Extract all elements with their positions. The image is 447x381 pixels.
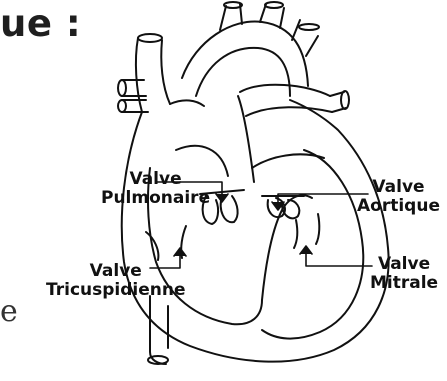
- label-tricuspid-valve: Valve Tricuspidienne: [46, 262, 186, 300]
- label-aortic-valve: Valve Aortique: [357, 178, 440, 216]
- label-pulmonary-line1: Valve: [101, 170, 210, 189]
- aortic-valve-cusps: [262, 196, 304, 218]
- label-aortic-line2: Aortique: [357, 197, 440, 216]
- label-pulmonary-line2: Pulmonaire: [101, 189, 210, 208]
- left-atrium-wall: [252, 154, 324, 168]
- pulmonary-veins-left: [118, 80, 148, 112]
- label-tricuspid-line2: Tricuspidienne: [46, 281, 186, 300]
- label-mitral-valve: Valve Mitrale: [370, 255, 438, 293]
- label-mitral-line1: Valve: [370, 255, 438, 274]
- label-aortic-line1: Valve: [357, 178, 440, 197]
- leader-mitral: [300, 246, 372, 266]
- left-ventricle-wall: [262, 150, 363, 339]
- label-tricuspid-line1: Valve: [46, 262, 186, 281]
- mitral-valve-cusps: [294, 214, 319, 248]
- aortic-arch: [182, 2, 319, 96]
- label-pulmonary-valve: Valve Pulmonaire: [101, 170, 210, 208]
- label-mitral-line2: Mitrale: [370, 274, 438, 293]
- inferior-vena-cava: [148, 296, 168, 364]
- heart-outline: [122, 100, 389, 362]
